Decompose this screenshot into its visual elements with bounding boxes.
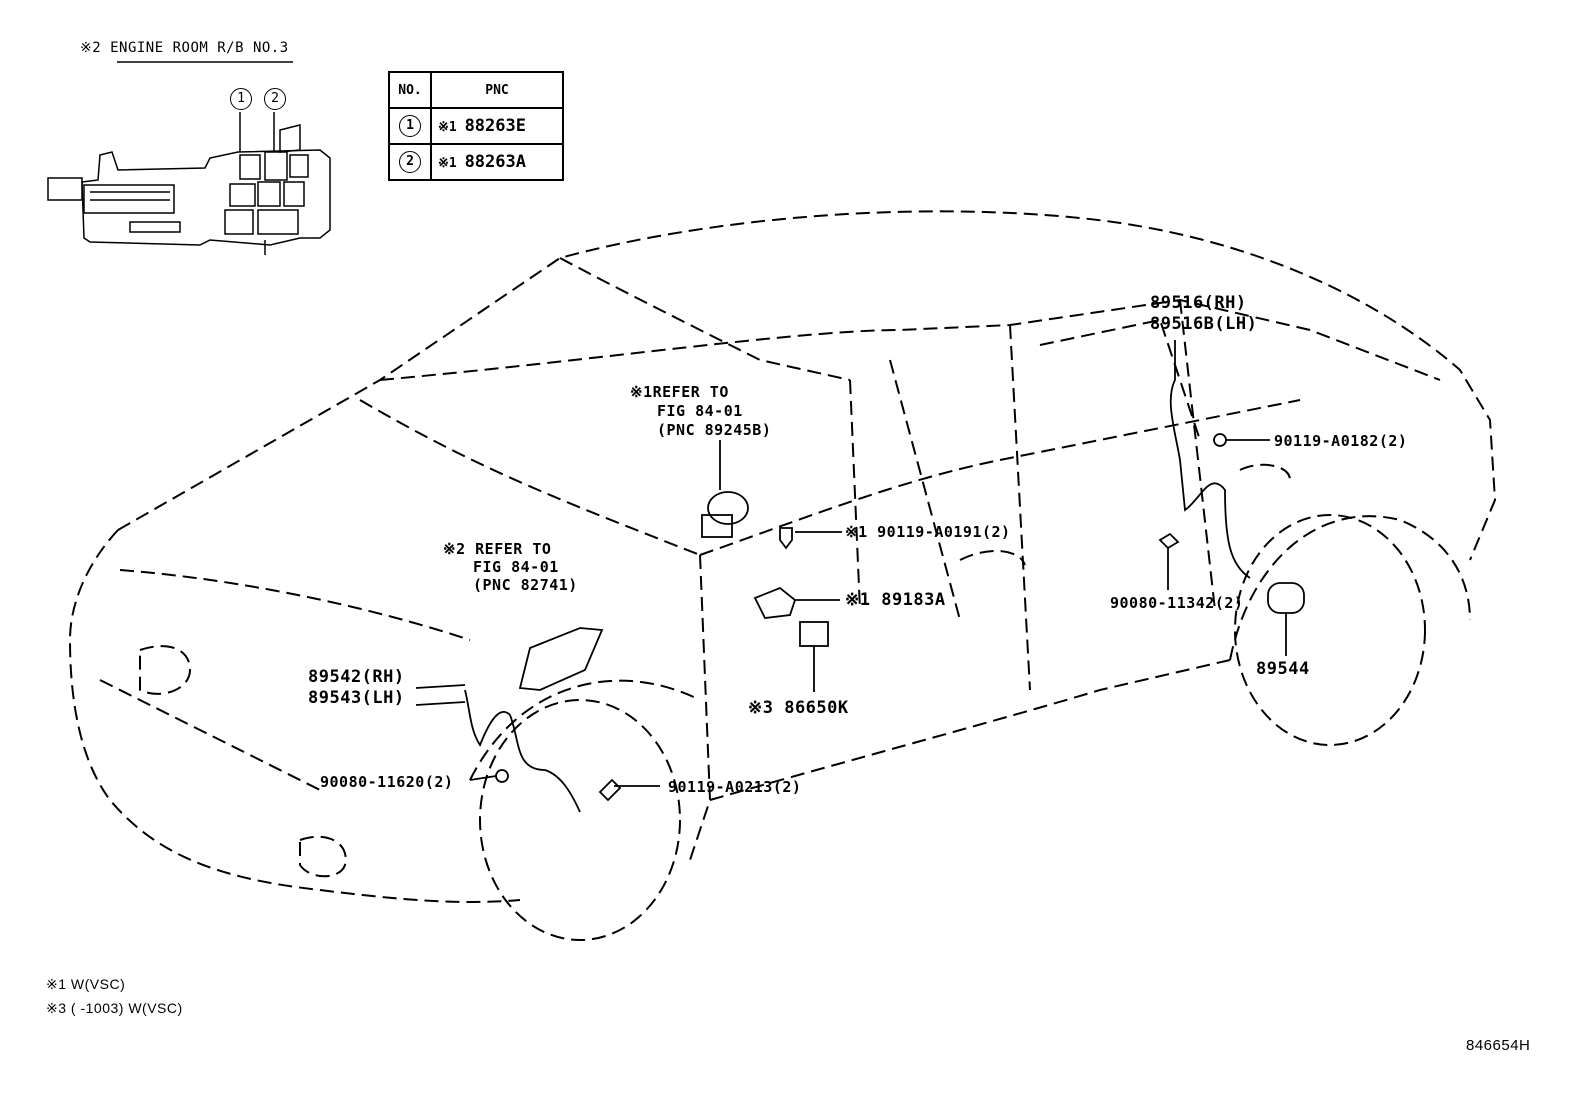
label-89183a: ※1 89183A (845, 590, 946, 610)
pnc-table-header-pnc: PNC (430, 71, 564, 109)
footnote-1: ※1 W(VSC) (46, 976, 126, 992)
pnc-table-header-no: NO. (388, 71, 432, 109)
footnote-3: ※3 ( -1003) W(VSC) (46, 1000, 183, 1016)
label-86650k: ※3 86650K (748, 698, 849, 718)
ref1-line2: FIG 84-01 (657, 402, 743, 420)
pnc-table: NO. PNC 1 ※1 88263E 2 ※1 88263A (388, 71, 564, 181)
car-outline (68, 210, 1497, 941)
parts-and-leaders (415, 340, 1305, 813)
ref1-line3: (PNC 89245B) (657, 421, 772, 439)
label-89542-rh: 89542(RH) (308, 667, 405, 687)
pnc-row-value: 88263A (464, 152, 526, 172)
figure-id: 846654H (1466, 1037, 1531, 1054)
ref2-line2: FIG 84-01 (473, 558, 559, 576)
label-89516b-lh: 89516B(LH) (1150, 314, 1258, 334)
callout-2: 2 (264, 88, 286, 110)
pnc-row-no: 2 (399, 151, 421, 173)
pnc-row-value: 88263E (464, 116, 526, 136)
pnc-row-mark: ※1 (438, 120, 457, 135)
table-row: 1 ※1 88263E (388, 107, 564, 145)
pnc-row-mark: ※1 (438, 156, 457, 171)
relay-block-title: ※2 ENGINE ROOM R/B NO.3 (80, 40, 289, 56)
label-89544: 89544 (1256, 659, 1310, 679)
label-90080-11620: 90080-11620(2) (320, 773, 454, 791)
label-90119-a0213: 90119-A0213(2) (668, 778, 802, 796)
table-row: 2 ※1 88263A (388, 143, 564, 181)
label-90080-11342: 90080-11342(2) (1110, 594, 1244, 612)
ref1-line1: ※1REFER TO (630, 383, 729, 401)
callout-1: 1 (230, 88, 252, 110)
label-90119-a0191: ※1 90119-A0191(2) (845, 523, 1011, 541)
label-89543-lh: 89543(LH) (308, 688, 405, 708)
ref2-line3: (PNC 82741) (473, 576, 578, 594)
pnc-row-no: 1 (399, 115, 421, 137)
label-89516-rh: 89516(RH) (1150, 293, 1247, 313)
ref2-line1: ※2 REFER TO (443, 540, 552, 558)
relay-block-icon (47, 112, 331, 255)
label-90119-a0182: 90119-A0182(2) (1274, 432, 1408, 450)
